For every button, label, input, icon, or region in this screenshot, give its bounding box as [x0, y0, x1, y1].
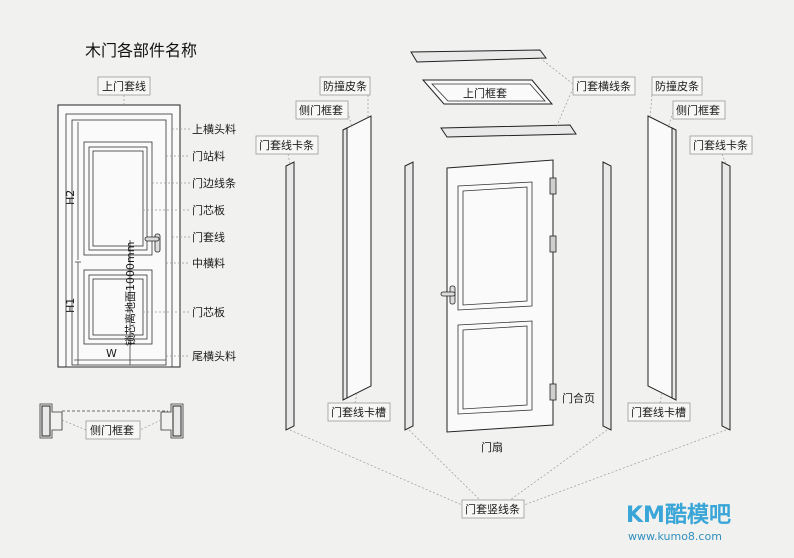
- label-box: [327, 402, 391, 422]
- upper-panel-inner: [88, 146, 148, 251]
- label-stile: 门站料: [192, 149, 225, 163]
- label-side-frame-left: 侧门框套: [299, 103, 343, 117]
- left-casing-clip-strip: [285, 161, 295, 431]
- exploded-top-pieces: 上门框套 门套横线条: [410, 49, 636, 138]
- label-box: [651, 76, 703, 96]
- leader-line: [555, 87, 574, 129]
- label-bottom-rail: 尾横头料: [192, 349, 236, 363]
- leader-line: [509, 429, 608, 501]
- label-box: [319, 76, 371, 96]
- leader-line: [354, 392, 358, 404]
- top-horizontal-casing-upper: [410, 49, 547, 63]
- door-elevation: H2 H1 W 锁芯离地面1000mm 上门套线 上横头料 门站料 门边线条 门…: [57, 76, 236, 368]
- label-casing-horizontal: 门套横线条: [576, 79, 631, 93]
- upper-panel-frame: [83, 141, 153, 256]
- section-core: [41, 405, 51, 437]
- label-mid-rail: 中横料: [192, 256, 225, 270]
- watermark-brand: KM酷模吧: [626, 503, 731, 528]
- exploded-left-pieces: 防撞皮条 侧门框套 门套线卡条 门套线卡槽: [255, 76, 414, 431]
- label-casing-groove-right: 门套线卡槽: [631, 405, 686, 419]
- diagram-title: 木门各部件名称: [85, 41, 197, 60]
- door-upper-panel-inner: [462, 186, 528, 306]
- label-hinge: 门合页: [562, 391, 595, 405]
- label-casing-line: 门套线: [192, 230, 225, 244]
- leader-line: [721, 153, 727, 165]
- top-horizontal-casing-lower: [440, 124, 577, 138]
- label-box: [627, 402, 691, 422]
- door-upper-panel-outer: [457, 181, 533, 311]
- h2-label: H2: [64, 190, 77, 205]
- leader-line: [523, 429, 727, 506]
- lock-height-label: 锁芯离地面1000mm: [123, 242, 137, 346]
- label-casing-clip-left: 门套线卡条: [259, 138, 314, 152]
- door-leaf: [446, 159, 554, 433]
- handle-icon: [144, 233, 161, 253]
- right-vertical-casing: [602, 161, 612, 431]
- label-box: [295, 100, 349, 120]
- label-casing-vertical: 门套竖线条: [465, 502, 520, 516]
- label-box: [572, 76, 636, 96]
- label-box: [255, 135, 319, 155]
- door-lower-panel-outer: [457, 320, 533, 415]
- door-handle-icon: [440, 285, 456, 305]
- frame-edge: [342, 127, 348, 401]
- leader-line: [649, 94, 653, 119]
- label-top-frame: 上门框套: [463, 86, 507, 100]
- door-leaf-outline: [71, 119, 167, 366]
- section-core: [172, 405, 182, 437]
- label-panel-lower: 门芯板: [192, 305, 225, 319]
- label-casing-clip-right: 门套线卡条: [693, 138, 748, 152]
- frame-section-detail: 侧门框套: [39, 403, 184, 440]
- leader-line: [287, 153, 291, 165]
- label-casing-groove-left: 门套线卡槽: [331, 405, 386, 419]
- leader-line: [408, 429, 481, 501]
- label-edge-trim: 门边线条: [192, 176, 236, 190]
- inner-casing-edge: [65, 113, 173, 368]
- elevation-callouts: 上横头料 门站料 门边线条 门芯板 门套线 中横料 门芯板 尾横头料: [143, 122, 236, 363]
- label-side-frame-section: 侧门框套: [90, 423, 134, 437]
- leader-line: [139, 419, 162, 431]
- label-bump-strip-right: 防撞皮条: [655, 79, 699, 93]
- watermark-site: www.kumo8.com: [628, 530, 722, 543]
- label-side-frame-right: 侧门框套: [676, 103, 720, 117]
- leader-line: [61, 419, 87, 431]
- upper-panel-core: [92, 150, 144, 247]
- label-box: [689, 135, 753, 155]
- right-casing-clip-strip: [721, 161, 731, 431]
- label-bump-strip-left: 防撞皮条: [323, 79, 367, 93]
- frame-edge: [671, 127, 677, 401]
- door-leaf-exploded: 门合页 门扇: [440, 159, 595, 454]
- section-left-profile: [39, 403, 63, 439]
- label-box: [461, 499, 525, 519]
- door-lower-panel-inner: [462, 325, 528, 410]
- top-frame-inner: [431, 83, 546, 102]
- leader-line: [289, 429, 463, 506]
- section-right-profile: [160, 403, 184, 439]
- label-door-leaf: 门扇: [481, 440, 503, 454]
- top-frame: [421, 79, 554, 105]
- leader-line: [667, 111, 674, 129]
- h1-label: H1: [64, 298, 77, 313]
- leader-line: [539, 57, 574, 85]
- left-vertical-casing: [404, 161, 414, 431]
- exploded-right-pieces: 防撞皮条 侧门框套 门套线卡条 门套线卡槽: [602, 76, 753, 431]
- label-top-rail: 上横头料: [192, 122, 236, 136]
- label-box: [672, 100, 726, 120]
- lower-panel-core: [92, 278, 144, 336]
- outer-casing: [57, 104, 181, 368]
- leader-line: [659, 392, 663, 404]
- vertical-casing-callout: 门套竖线条: [289, 429, 727, 519]
- lower-panel-frame: [83, 269, 153, 345]
- leader-line: [347, 111, 353, 129]
- w-label: W: [106, 347, 117, 360]
- label-panel-upper: 门芯板: [192, 203, 225, 217]
- watermark: KM酷模吧 www.kumo8.com: [626, 503, 731, 543]
- hinge-icon: [549, 177, 557, 401]
- lower-panel-inner: [88, 274, 148, 340]
- label-upper-casing: 上门套线: [102, 79, 146, 93]
